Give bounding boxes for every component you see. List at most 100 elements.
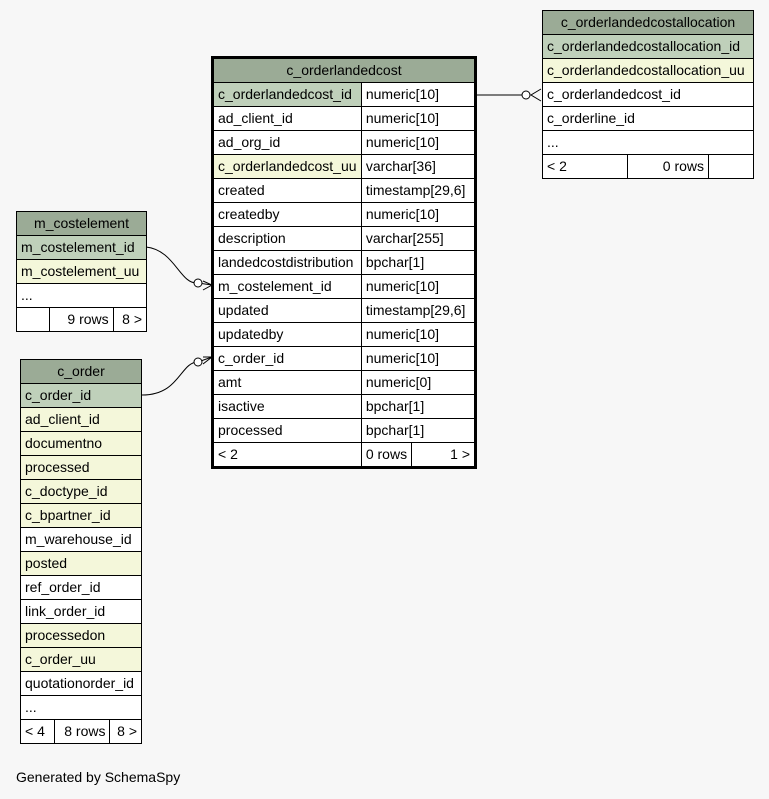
column-type: numeric[10] (360, 130, 477, 155)
column-name[interactable]: ... (20, 695, 142, 720)
column-name[interactable]: isactive (212, 394, 362, 419)
parents-link[interactable] (15, 307, 51, 332)
column-name[interactable]: created (212, 178, 362, 203)
table-row[interactable]: link_order_id (20, 599, 142, 624)
column-name[interactable]: c_orderlandedcostallocation_id (542, 34, 754, 59)
column-name[interactable]: c_orderlandedcost_id (212, 82, 362, 107)
column-type: numeric[10] (360, 202, 477, 227)
table-title[interactable]: c_order (20, 359, 142, 384)
children-link[interactable]: 1 > (411, 442, 476, 468)
table-row[interactable]: c_orderline_id (542, 106, 754, 131)
column-name[interactable]: link_order_id (20, 599, 142, 624)
column-name[interactable]: c_orderline_id (542, 106, 754, 131)
children-link[interactable]: 8 > (112, 307, 148, 332)
table-row[interactable]: c_order_uu (20, 647, 142, 672)
row-count: 0 rows (627, 154, 709, 179)
column-name[interactable]: ... (16, 283, 147, 308)
column-name[interactable]: description (212, 226, 362, 251)
table-row[interactable]: m_costelement_uu (16, 259, 147, 284)
column-name[interactable]: c_doctype_id (20, 479, 142, 504)
column-name[interactable]: ref_order_id (20, 575, 142, 600)
column-name[interactable]: m_costelement_id (16, 235, 147, 260)
parents-link[interactable]: < 2 (542, 154, 628, 179)
column-name[interactable]: amt (212, 370, 362, 395)
table-row[interactable]: c_orderlandedcostallocation_id (542, 34, 754, 59)
table-row[interactable]: ad_client_id (20, 407, 142, 432)
column-name[interactable]: c_order_id (212, 346, 362, 371)
column-name[interactable]: landedcostdistribution (212, 250, 362, 275)
table-row[interactable]: m_warehouse_id (20, 527, 142, 552)
column-name[interactable]: ad_org_id (212, 130, 362, 155)
column-type: bpchar[1] (360, 394, 477, 419)
table-row[interactable]: posted (20, 551, 142, 576)
column-name[interactable]: ad_client_id (20, 407, 142, 432)
table-row[interactable]: c_orderlandedcostallocation_uu (542, 58, 754, 83)
table-row[interactable]: documentno (20, 431, 142, 456)
column-name[interactable]: c_orderlandedcost_uu (212, 154, 362, 179)
table-row[interactable]: c_orderlandedcost_id (542, 82, 754, 107)
column-name[interactable]: c_order_id (20, 383, 142, 408)
table-title[interactable]: m_costelement (16, 211, 147, 236)
table-row[interactable]: ... (20, 695, 142, 720)
column-name[interactable]: processed (20, 455, 142, 480)
column-name[interactable]: processed (212, 418, 362, 443)
column-name[interactable]: m_warehouse_id (20, 527, 142, 552)
column-type: varchar[255] (360, 226, 477, 251)
table-row[interactable]: quotationorder_id (20, 671, 142, 696)
column-type: varchar[36] (360, 154, 477, 179)
parents-link[interactable]: < 2 (212, 442, 362, 468)
column-name[interactable]: createdby (212, 202, 362, 227)
parents-link[interactable]: < 4 (20, 719, 55, 744)
column-name[interactable]: updatedby (212, 322, 362, 347)
table-row[interactable]: c_bpartner_id (20, 503, 142, 528)
table-title[interactable]: c_orderlandedcostallocation (542, 10, 754, 35)
children-link[interactable]: 8 > (109, 719, 142, 744)
table-row[interactable]: c_doctype_id (20, 479, 142, 504)
table-row[interactable]: processed (20, 455, 142, 480)
column-name[interactable]: ... (542, 130, 754, 155)
column-name[interactable]: processedon (20, 623, 142, 648)
column-name[interactable]: c_order_uu (20, 647, 142, 672)
table-title[interactable]: c_orderlandedcost (212, 57, 476, 83)
table-row[interactable]: ref_order_id (20, 575, 142, 600)
column-type: numeric[10] (360, 82, 477, 107)
children-link[interactable] (708, 154, 754, 179)
column-name[interactable]: quotationorder_id (20, 671, 142, 696)
row-count: 0 rows (360, 442, 413, 468)
table-row[interactable]: ... (16, 283, 147, 308)
table-c-orderlandedcostallocation[interactable]: c_orderlandedcostallocation c_orderlande… (542, 10, 754, 179)
table-row[interactable]: m_costelement_id (16, 235, 147, 260)
table-row[interactable]: processedon (20, 623, 142, 648)
column-type: timestamp[29,6] (360, 178, 477, 203)
column-name[interactable]: c_orderlandedcost_id (542, 82, 754, 107)
column-name[interactable]: documentno (20, 431, 142, 456)
column-type: numeric[10] (360, 322, 477, 347)
table-row[interactable]: c_order_id (20, 383, 142, 408)
table-row[interactable]: ... (542, 130, 754, 155)
column-name[interactable]: m_costelement_id (212, 274, 362, 299)
column-name[interactable]: ad_client_id (212, 106, 362, 131)
column-name[interactable]: posted (20, 551, 142, 576)
column-name[interactable]: c_orderlandedcostallocation_uu (542, 58, 754, 83)
column-name[interactable]: c_bpartner_id (20, 503, 142, 528)
column-name[interactable]: updated (212, 298, 362, 323)
column-name[interactable]: m_costelement_uu (16, 259, 147, 284)
